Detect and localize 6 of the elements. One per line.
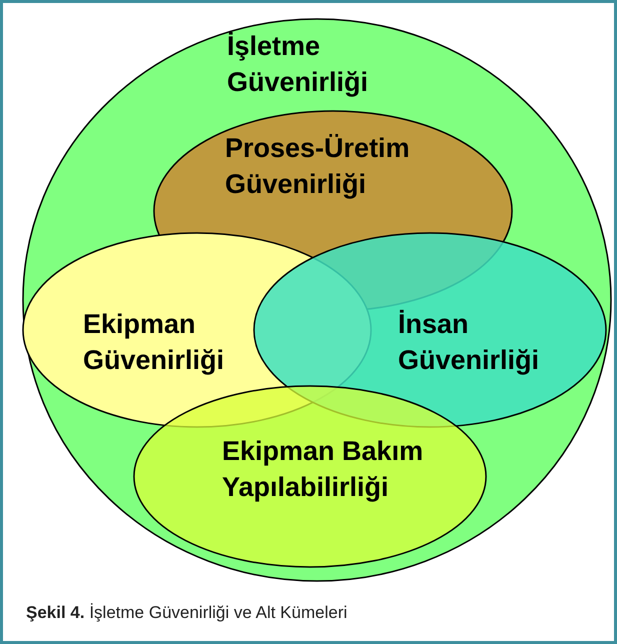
set-label: Ekipman Güvenirliği bbox=[83, 308, 226, 377]
set-label: Ekipman Bakım Yapılabilirliği bbox=[222, 435, 424, 504]
set-label: İnsan Güvenirliği bbox=[398, 308, 540, 377]
set-label: İşletme Güvenirliği bbox=[227, 30, 370, 99]
figure-caption: Şekil 4. İşletme Güvenirliği ve Alt Kümeleri bbox=[26, 603, 348, 623]
set-label: Proses-Üretim Güvenirliği bbox=[225, 132, 411, 201]
